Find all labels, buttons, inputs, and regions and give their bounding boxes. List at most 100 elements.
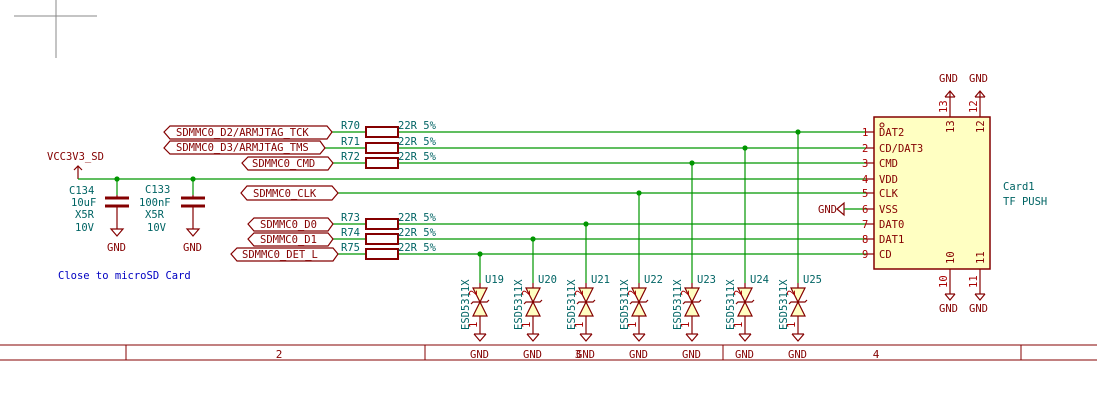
pin-number: 2: [862, 143, 868, 155]
card-connector[interactable]: [873, 116, 991, 270]
tvs-ref: U24: [750, 274, 769, 286]
svg-text:SDMMC0_DET_L: SDMMC0_DET_L: [242, 249, 318, 261]
net-label-d3[interactable]: SDMMC0_D3/ARMJTAG_TMS: [163, 140, 326, 155]
c134-dielectric: X5R: [75, 209, 95, 221]
c133-ref: C133: [145, 184, 170, 196]
pin-number: 7: [862, 219, 868, 231]
resistor-r70[interactable]: [365, 126, 399, 138]
pin-name: DAT0: [879, 219, 904, 231]
resistor-r74[interactable]: [365, 233, 399, 245]
pin-number: 13: [938, 100, 950, 113]
card-shield-pin-13[interactable]: 13: [938, 90, 956, 117]
svg-text:SDMMC0_D0: SDMMC0_D0: [260, 219, 317, 231]
card-shield-pin-11[interactable]: 11: [968, 269, 986, 301]
frame-column-2: 2: [276, 348, 283, 361]
pin-number: 8: [862, 234, 868, 246]
card-shield-pin-12[interactable]: 12: [968, 90, 986, 117]
tvs-gnd-label: GND: [735, 349, 754, 361]
tvs-ref: U20: [538, 274, 557, 286]
svg-text:SDMMC0_D2/ARMJTAG_TCK: SDMMC0_D2/ARMJTAG_TCK: [176, 127, 309, 139]
tvs-pin-bottom: 1: [627, 322, 639, 328]
vcc-rail-wires: [78, 178, 866, 195]
net-label-cmd[interactable]: SDMMC0_CMD: [241, 156, 334, 171]
r70-ref: R70: [341, 120, 360, 132]
card-ref: Card1: [1003, 181, 1035, 193]
placement-note: Close to microSD Card: [58, 270, 191, 282]
junction: [530, 236, 536, 242]
tvs-pin-top: 2: [468, 290, 480, 296]
pin-name: VSS: [879, 204, 898, 216]
pin-name: DAT1: [879, 234, 904, 246]
svg-text:SDMMC0_CLK: SDMMC0_CLK: [253, 188, 317, 200]
shield-gnd-label-11: GND: [969, 303, 988, 315]
tvs-pin-bottom: 1: [786, 322, 798, 328]
r70-value: 22R 5%: [398, 120, 437, 132]
resistor-r75[interactable]: [365, 248, 399, 260]
tvs-ref: U19: [485, 274, 504, 286]
shield-pin-name: 10: [945, 251, 957, 264]
resistor-r72[interactable]: [365, 157, 399, 169]
tvs-gnd-label: GND: [470, 349, 489, 361]
tvs-pin-top: 2: [680, 290, 692, 296]
svg-text:SDMMC0_CMD: SDMMC0_CMD: [252, 158, 315, 170]
tvs-pin-bottom: 1: [733, 322, 745, 328]
vss-gnd-label: GND: [818, 204, 837, 216]
pin-number: 5: [862, 188, 868, 200]
vcc-power-symbol[interactable]: [73, 165, 83, 179]
card-shield-pin-10[interactable]: 10: [938, 269, 956, 301]
net-label-clk[interactable]: SDMMC0_CLK: [240, 185, 339, 201]
c134-ref: C134: [69, 185, 94, 197]
tvs-pin-top: 2: [627, 290, 639, 296]
tvs-part: ESD5311X: [513, 279, 525, 330]
tvs-part: ESD5311X: [778, 279, 790, 330]
c134-value: 10uF: [71, 197, 96, 209]
tvs-gnd-label: GND: [788, 349, 807, 361]
capacitor-c134[interactable]: [105, 195, 129, 237]
tvs-ref: U22: [644, 274, 663, 286]
card-pin-8[interactable]: 8 DAT1: [862, 234, 904, 246]
net-label-d0[interactable]: SDMMC0_D0: [247, 217, 334, 232]
tvs-gnd-label: GND: [682, 349, 701, 361]
shield-pin-name: 13: [945, 120, 957, 133]
r74-value: 22R 5%: [398, 227, 437, 239]
resistor-r71[interactable]: [365, 142, 399, 154]
card-pin-6[interactable]: 6 VSS: [862, 204, 898, 216]
frame-border: [0, 344, 1097, 361]
c133-voltage: 10V: [147, 222, 167, 234]
frame-column-4: 4: [873, 348, 880, 361]
tvs-pin-top: 2: [786, 290, 798, 296]
svg-text:SDMMC0_D3/ARMJTAG_TMS: SDMMC0_D3/ARMJTAG_TMS: [176, 142, 309, 154]
pin-number: 9: [862, 249, 868, 261]
junction: [636, 190, 642, 196]
tvs-pin-top: 2: [521, 290, 533, 296]
signal-junctions: [477, 129, 801, 257]
capacitor-c133[interactable]: [181, 195, 205, 237]
junction: [583, 221, 589, 227]
net-label-d2[interactable]: SDMMC0_D2/ARMJTAG_TCK: [163, 125, 333, 140]
net-label-det[interactable]: SDMMC0_DET_L: [230, 247, 339, 262]
card-pin-7[interactable]: 7 DAT0: [862, 219, 904, 231]
tvs-pin-bottom: 1: [468, 322, 480, 328]
tvs-part: ESD5311X: [672, 279, 684, 330]
net-label-d1[interactable]: SDMMC0_D1: [247, 232, 334, 247]
tvs-ref: U23: [697, 274, 716, 286]
pin-number: 6: [862, 204, 868, 216]
pin-number: 10: [938, 275, 950, 288]
vcc-label: VCC3V3_SD: [47, 151, 104, 163]
resistor-r73[interactable]: [365, 218, 399, 230]
